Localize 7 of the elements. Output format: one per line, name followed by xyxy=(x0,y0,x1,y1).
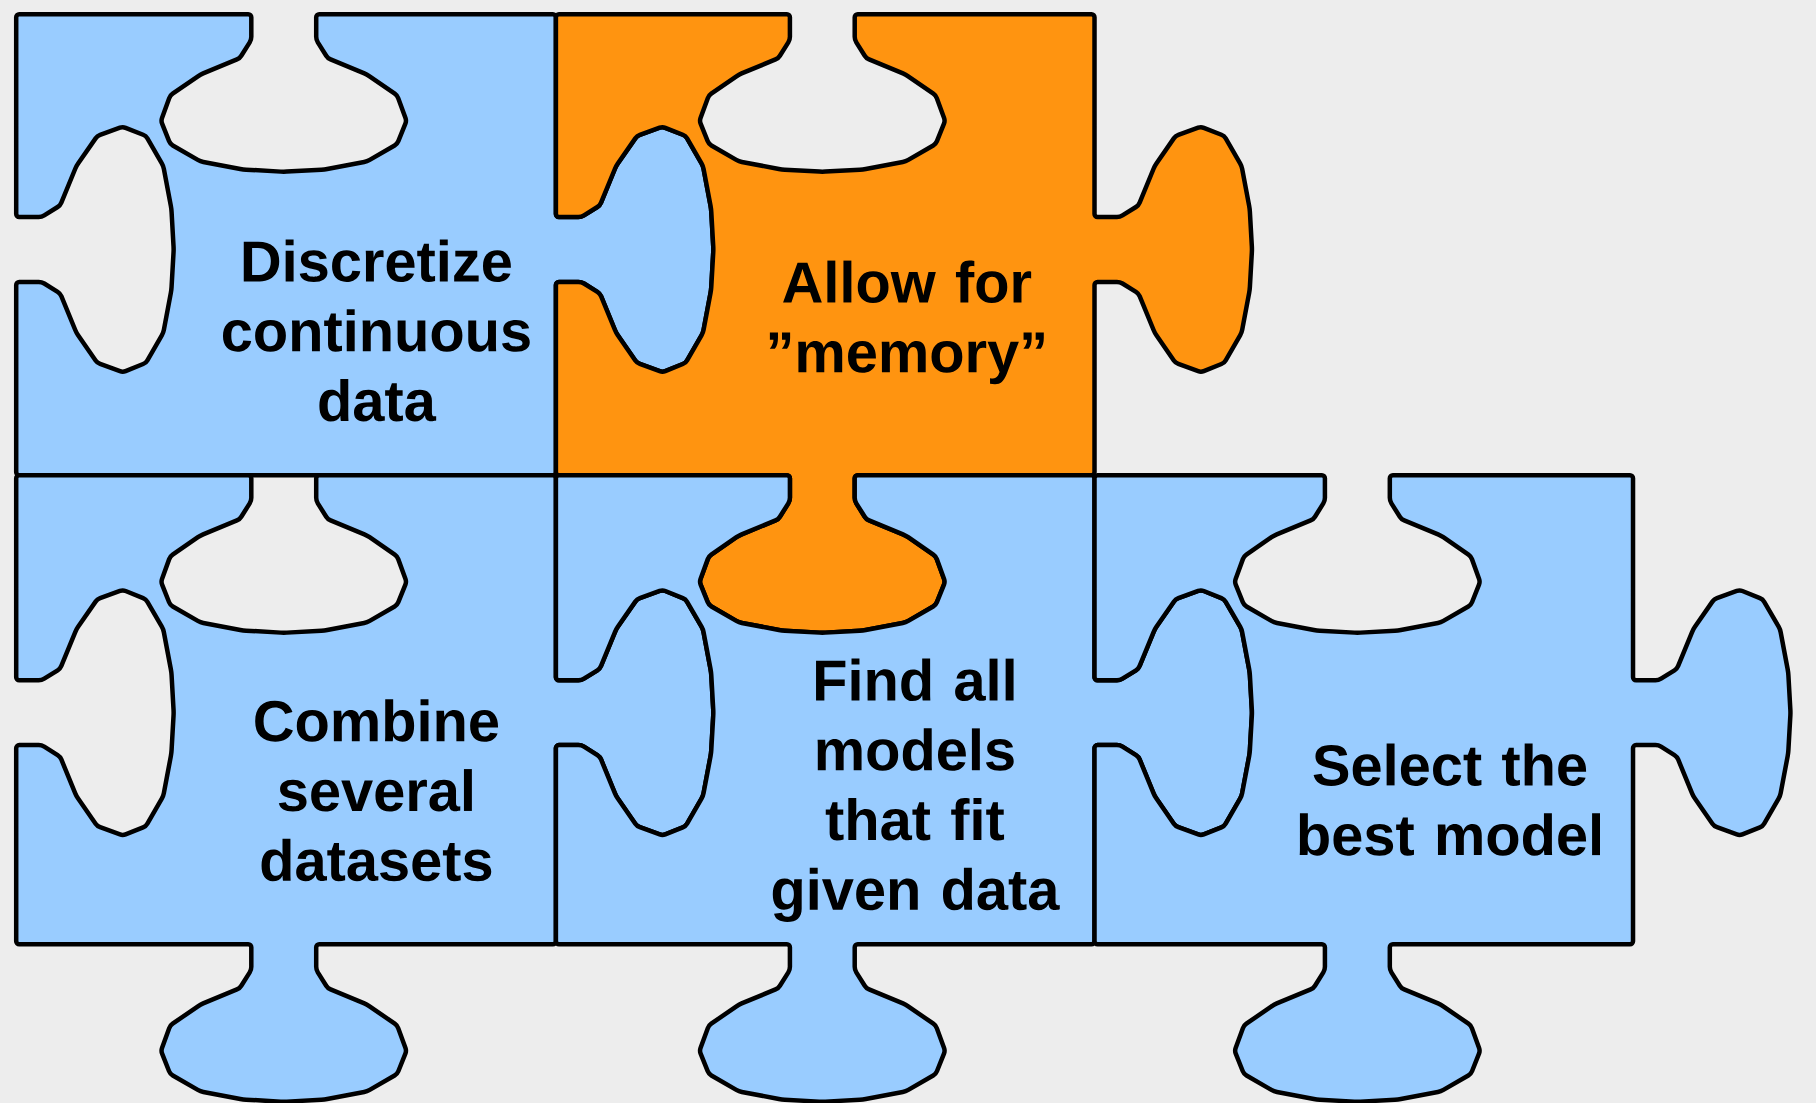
puzzle-piece: Allow for ”memory” xyxy=(553,12,1255,635)
puzzle-piece: Discretize continuous data xyxy=(13,12,716,478)
node-label: Combine several datasets xyxy=(255,699,499,882)
puzzle-piece: Find all models that fit given data xyxy=(553,473,1255,1103)
node-label: Find all models that fit given data xyxy=(772,658,1060,922)
puzzle-piece: Select the best model xyxy=(1092,473,1793,1103)
puzzle-piece: Combine several datasets xyxy=(13,473,716,1103)
